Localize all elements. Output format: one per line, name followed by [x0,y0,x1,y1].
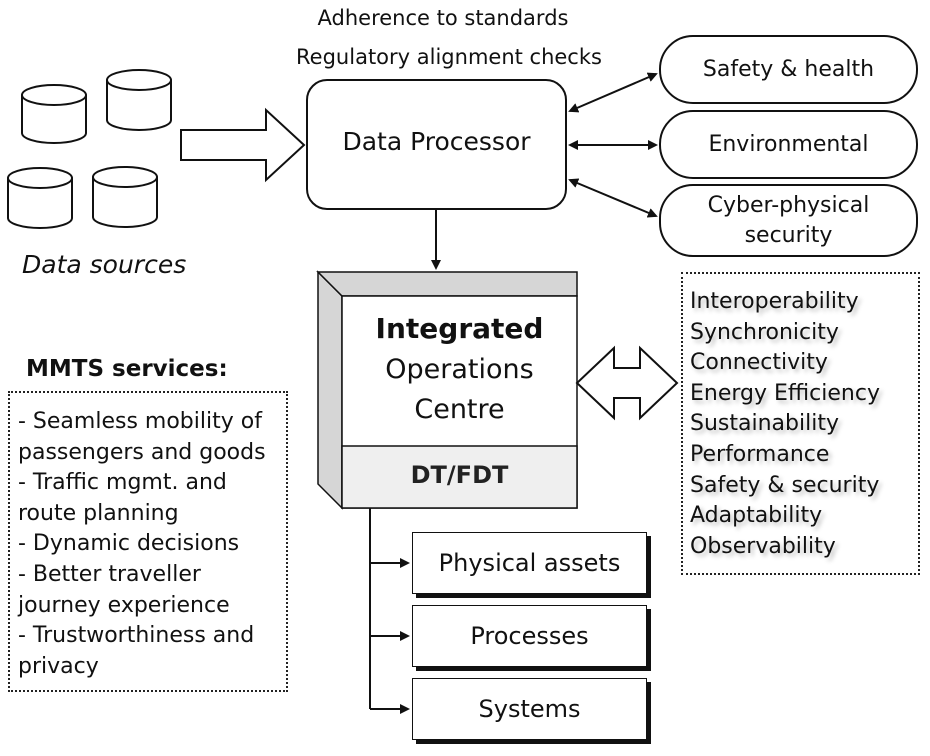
data-processor-label: Data Processor [342,127,531,156]
concern-label: Safety & health [702,56,875,82]
services-line: passengers and goods [18,439,266,465]
property-item: Safety & security [690,472,880,498]
property-item: Synchronicity [690,319,839,345]
ioc-box [316,270,578,510]
input-arrow [180,107,306,183]
concern-cyber-physical-security: Cyber-physical security [659,184,918,257]
output-processes: Processes [412,605,647,667]
ioc-subtitle-line-2: Centre [414,394,505,425]
standards-line-1: Adherence to standards [317,6,569,30]
data-processor-box [306,79,567,210]
connector-arrow [568,72,658,113]
properties-box: Interoperability Synchronicity Connectiv… [681,272,920,575]
database-icon [106,69,172,131]
ioc-footer-label: DT/FDT [410,461,509,489]
database-icon [7,167,73,229]
ioc-subtitle-line-1: Operations [385,354,534,385]
standards-line-2: Regulatory alignment checks [296,45,602,69]
output-label: Systems [478,695,581,723]
output-systems: Systems [412,678,647,740]
output-physical-assets: Physical assets [412,532,647,594]
data-sources-label: Data sources [22,250,187,279]
services-line: - Better traveller [18,561,201,587]
property-item: Sustainability [690,411,839,437]
property-item: Connectivity [690,350,828,376]
services-box: - Seamless mobility of passengers and go… [8,391,288,692]
double-block-arrow [575,345,679,421]
concern-label: Cyber-physical [707,192,870,218]
services-line: - Traffic mgmt. and [18,470,227,496]
concern-label-line-2: security [744,222,833,248]
connector-arrow [568,178,658,218]
database-icon [21,84,87,144]
services-line: privacy [18,653,99,679]
services-line: - Dynamic decisions [18,531,240,557]
property-item: Energy Efficiency [690,380,880,406]
property-item: Performance [690,441,830,467]
services-line: - Seamless mobility of [18,409,262,434]
output-label: Physical assets [438,549,621,577]
services-title: MMTS services: [26,356,228,382]
output-label: Processes [470,622,589,650]
output-connectors [369,508,410,714]
property-item: Adaptability [690,503,823,529]
database-icon [92,166,158,228]
services-line: route planning [18,500,179,526]
property-item: Interoperability [690,289,859,314]
services-line: journey experience [18,592,230,618]
ioc-title: Integrated [375,312,544,345]
property-item: Observability [690,533,836,559]
concern-safety-health: Safety & health [659,35,918,104]
concern-environmental: Environmental [659,110,918,179]
services-line: - Trustworthiness and [18,623,255,649]
concern-label: Environmental [708,131,869,157]
